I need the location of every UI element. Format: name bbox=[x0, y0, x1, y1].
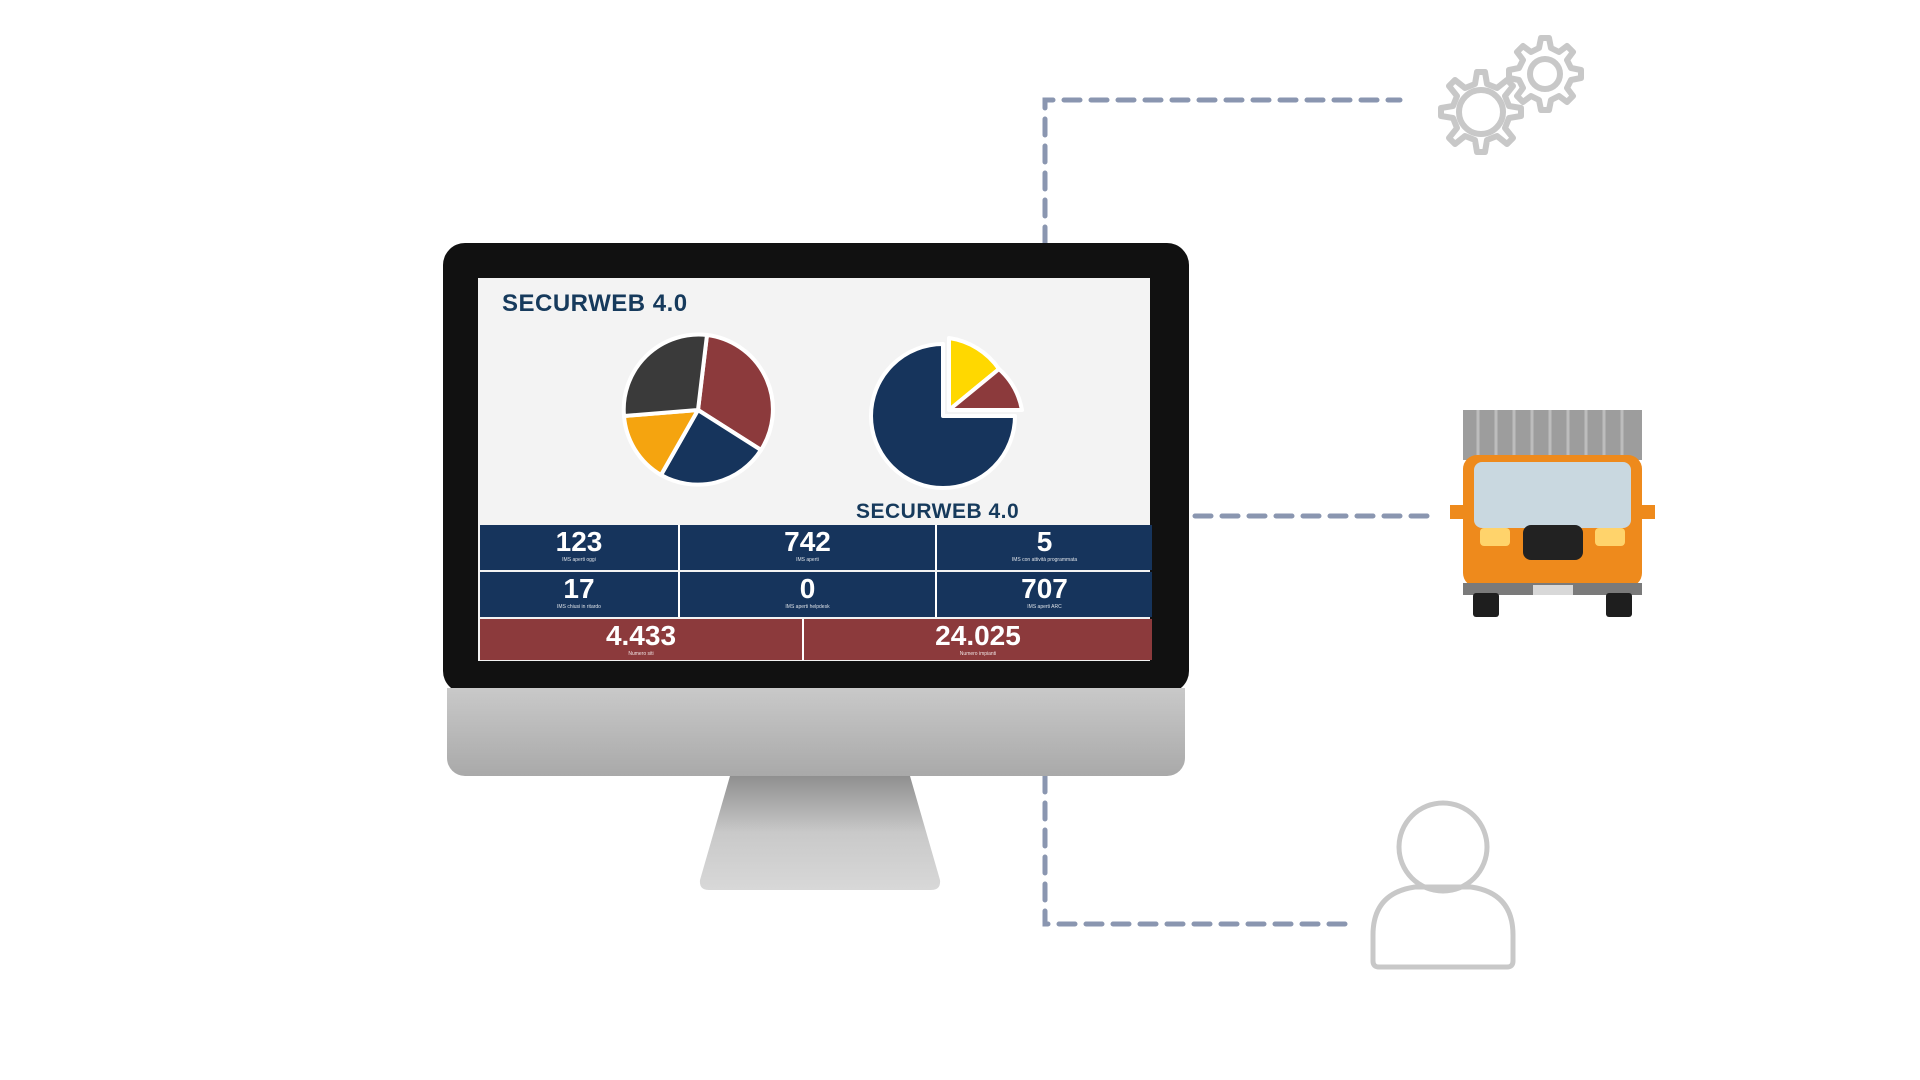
stat-tile: 5 IMS con attività programmata bbox=[937, 525, 1152, 570]
stat-label: IMS aperti oggi bbox=[562, 557, 596, 563]
pie-chart-right bbox=[869, 336, 1024, 490]
user-icon bbox=[1370, 800, 1516, 970]
stat-label: IMS aperti ARC bbox=[1027, 604, 1062, 610]
stat-value: 707 bbox=[1021, 573, 1068, 604]
gears-icon bbox=[1438, 35, 1584, 155]
total-value: 4.433 bbox=[605, 620, 677, 651]
stat-tile: 123 IMS aperti oggi bbox=[480, 525, 680, 570]
total-label: Numero impianti bbox=[959, 651, 997, 657]
stat-label: IMS chiusi in ritardo bbox=[557, 604, 601, 610]
stat-tile: 17 IMS chiusi in ritardo bbox=[480, 572, 680, 617]
pie-right-slice-navy bbox=[869, 342, 1017, 490]
connector-user bbox=[1042, 773, 1358, 927]
stat-tile: 742 IMS aperti bbox=[680, 525, 937, 570]
stat-value: 0 bbox=[799, 573, 816, 604]
total-tile: 4.433 Numero siti bbox=[480, 619, 804, 660]
total-label: Numero siti bbox=[628, 651, 654, 657]
pie-chart-left bbox=[621, 332, 775, 487]
stat-value: 5 bbox=[1036, 526, 1053, 557]
monitor-chin bbox=[447, 688, 1185, 776]
stat-value: 742 bbox=[784, 526, 831, 557]
pie-right-slice-red bbox=[947, 367, 1024, 412]
monitor-stand bbox=[699, 776, 941, 890]
dashboard-title-bottom: SECURWEB 4.0 bbox=[856, 500, 1020, 523]
total-value: 24.025 bbox=[935, 620, 1021, 651]
stat-label: IMS con attività programmata bbox=[1011, 557, 1078, 563]
stat-label: IMS aperti bbox=[796, 557, 819, 563]
pie-left-slice-orange bbox=[622, 408, 700, 477]
total-tile: 24.025 Numero impianti bbox=[804, 619, 1152, 660]
dashboard-title-top: SECURWEB 4.0 bbox=[502, 290, 688, 317]
stats-panel: 123 IMS aperti oggi 742 IMS aperti 5 IMS… bbox=[480, 525, 1152, 660]
stat-value: 17 bbox=[563, 573, 595, 604]
stat-value: 123 bbox=[555, 526, 603, 557]
stat-tile: 707 IMS aperti ARC bbox=[937, 572, 1152, 617]
stat-tile: 0 IMS aperti helpdesk bbox=[680, 572, 937, 617]
connector-gears bbox=[1042, 97, 1403, 246]
pie-left-slice-charcoal bbox=[621, 332, 709, 418]
truck-icon bbox=[1450, 410, 1655, 617]
stat-label: IMS aperti helpdesk bbox=[785, 604, 830, 610]
pie-left-slice-navy bbox=[659, 408, 763, 487]
